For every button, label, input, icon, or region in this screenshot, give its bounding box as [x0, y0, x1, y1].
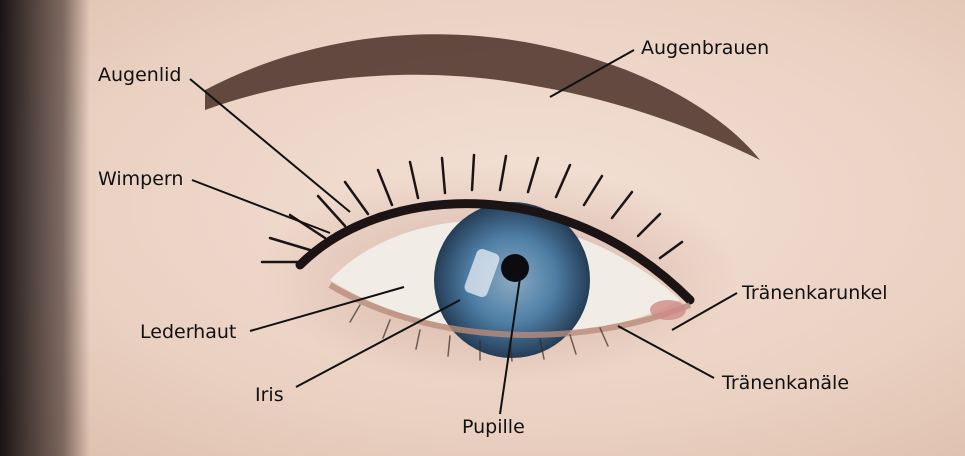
label-iris: Iris	[255, 384, 284, 406]
label-lederhaut: Lederhaut	[140, 321, 236, 343]
label-wimpern: Wimpern	[98, 168, 183, 190]
label-augenbrauen: Augenbrauen	[641, 37, 769, 59]
label-pupille: Pupille	[462, 416, 525, 438]
label-traenenkanaele: Tränenkanäle	[722, 372, 849, 394]
label-augenlid: Augenlid	[98, 64, 181, 86]
hair-region	[0, 0, 90, 456]
pupil-shape	[501, 254, 529, 282]
label-traenenkarunkel: Tränenkarunkel	[742, 282, 888, 304]
